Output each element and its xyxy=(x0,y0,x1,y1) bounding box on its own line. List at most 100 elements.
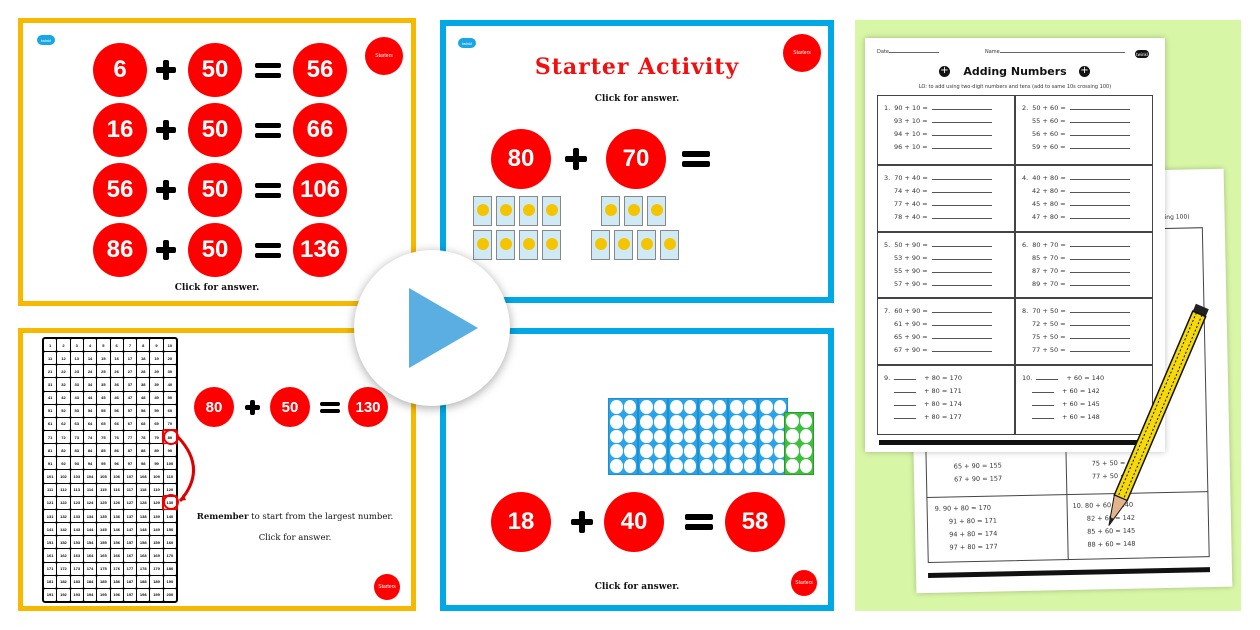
answer-blank[interactable] xyxy=(931,135,992,136)
date-field[interactable]: Date xyxy=(877,49,939,55)
equation-line[interactable]: 56 + 60 = xyxy=(1032,130,1130,138)
click-for-answer[interactable]: Click for answer. xyxy=(174,283,260,293)
equation-line[interactable]: 93 + 10 = xyxy=(894,117,992,125)
equation-line[interactable]: 10.+ 60 = 140 xyxy=(1022,374,1104,382)
answer-blank[interactable] xyxy=(931,338,992,339)
answer-blank[interactable] xyxy=(1069,285,1130,286)
equation-line[interactable]: 59 + 60 = xyxy=(1032,143,1130,151)
answer-blank[interactable] xyxy=(1069,272,1130,273)
answer-blank[interactable] xyxy=(931,179,992,180)
answer-blank[interactable] xyxy=(931,325,992,326)
answer-blank[interactable] xyxy=(931,285,992,286)
answer-blank[interactable] xyxy=(894,418,916,419)
click-for-answer[interactable]: Click for answer. xyxy=(594,582,680,592)
equation-line[interactable]: 61 + 90 = xyxy=(894,320,992,328)
answer-blank[interactable] xyxy=(1069,312,1130,313)
answer-blank[interactable] xyxy=(931,148,992,149)
equation-line[interactable]: 78 + 40 = xyxy=(894,213,992,221)
equation-line[interactable]: 96 + 10 = xyxy=(894,143,992,151)
answer-blank[interactable] xyxy=(931,351,992,352)
answer-blank[interactable] xyxy=(1069,218,1130,219)
answer-blank[interactable] xyxy=(1032,392,1054,393)
answer-blank[interactable] xyxy=(1069,192,1130,193)
answer-blank[interactable] xyxy=(1069,179,1130,180)
equation-line[interactable]: 45 + 80 = xyxy=(1032,200,1130,208)
equation-line[interactable]: 5.50 + 90 = xyxy=(884,241,992,249)
answer-blank[interactable] xyxy=(1069,148,1130,149)
equation-line[interactable]: 55 + 60 = xyxy=(1032,117,1130,125)
answer-blank[interactable] xyxy=(931,218,992,219)
answer-blank[interactable] xyxy=(894,379,917,380)
answer-blank[interactable] xyxy=(931,205,992,206)
equation-line[interactable]: 7.60 + 90 = xyxy=(884,307,992,315)
equation-line[interactable]: + 80 = 171 xyxy=(894,387,962,395)
starters-badge[interactable]: Starters xyxy=(783,34,821,72)
answer-blank[interactable] xyxy=(1069,122,1130,123)
answer-blank[interactable] xyxy=(931,192,992,193)
equation-line[interactable]: 3.70 + 40 = xyxy=(884,174,992,182)
answer-blank[interactable] xyxy=(1069,338,1130,339)
answer-blank[interactable] xyxy=(1032,405,1054,406)
starters-badge[interactable]: Starters xyxy=(791,570,817,596)
answer-blank[interactable] xyxy=(931,312,992,313)
equation-line[interactable]: 77 + 40 = xyxy=(894,200,992,208)
equation-line[interactable]: 85 + 70 = xyxy=(1032,254,1130,262)
name-field[interactable]: Name xyxy=(985,49,1125,55)
answer-blank[interactable] xyxy=(1032,418,1054,419)
answer-blank[interactable] xyxy=(1069,351,1130,352)
equation-line[interactable]: 1.90 + 10 = xyxy=(884,104,992,112)
equation-line[interactable]: + 80 = 174 xyxy=(894,400,962,408)
equation-line[interactable]: 55 + 90 = xyxy=(894,267,992,275)
answer-blank[interactable] xyxy=(1036,379,1059,380)
click-for-answer[interactable]: Click for answer. xyxy=(258,533,332,543)
equation-line[interactable]: 74 + 40 = xyxy=(894,187,992,195)
equation-line[interactable]: 6.80 + 70 = xyxy=(1022,241,1130,249)
equation-line[interactable]: 89 + 70 = xyxy=(1032,280,1130,288)
answer-blank[interactable] xyxy=(1069,205,1130,206)
addend-circle: 50 xyxy=(188,223,242,277)
equation-line[interactable]: 42 + 80 = xyxy=(1032,187,1130,195)
slide-tens-frames[interactable]: 18 40 58 Click for answer. Starters xyxy=(440,328,834,611)
equation-line[interactable]: 47 + 80 = xyxy=(1032,213,1130,221)
equation-line[interactable]: 72 + 50 = xyxy=(1032,320,1130,328)
equation-line[interactable]: 87 + 70 = xyxy=(1032,267,1130,275)
equation-line[interactable]: + 80 = 177 xyxy=(894,413,962,421)
equation-line[interactable]: 65 + 90 = xyxy=(894,333,992,341)
starters-badge[interactable]: Starters xyxy=(365,37,403,75)
answer-blank[interactable] xyxy=(1069,259,1130,260)
answer-blank[interactable] xyxy=(1069,325,1130,326)
equation-line[interactable]: 4.40 + 80 = xyxy=(1022,174,1130,182)
equation-line[interactable]: 94 + 10 = xyxy=(894,130,992,138)
counter xyxy=(640,429,653,444)
hundred-square-cell: 83 xyxy=(70,444,83,457)
hundred-square-cell: 163 xyxy=(70,549,83,562)
equation-line[interactable]: 77 + 50 = xyxy=(1032,346,1130,354)
equation-line[interactable]: + 60 = 148 xyxy=(1032,413,1100,421)
equation-line[interactable]: + 60 = 142 xyxy=(1032,387,1100,395)
answer-blank[interactable] xyxy=(1069,109,1130,110)
equation-line[interactable]: 75 + 50 = xyxy=(1032,333,1130,341)
answer-blank[interactable] xyxy=(931,246,992,247)
equation-line[interactable]: 53 + 90 = xyxy=(894,254,992,262)
answer-blank[interactable] xyxy=(931,259,992,260)
answer-blank[interactable] xyxy=(1069,246,1130,247)
equation-line[interactable]: 67 + 90 = xyxy=(894,346,992,354)
play-button[interactable] xyxy=(354,250,510,406)
click-for-answer[interactable]: Click for answer. xyxy=(594,94,680,104)
answer-blank[interactable] xyxy=(931,122,992,123)
answer-blank[interactable] xyxy=(931,109,992,110)
equation-line[interactable]: + 60 = 145 xyxy=(1032,400,1100,408)
slide-starter-activity[interactable]: twinkl Starters Starter Activity Click f… xyxy=(440,20,834,303)
hundred-square-cell: 164 xyxy=(83,549,97,562)
answer-blank[interactable] xyxy=(894,392,916,393)
equation-line[interactable]: 2.50 + 60 = xyxy=(1022,104,1130,112)
equation-line[interactable]: 8.70 + 50 = xyxy=(1022,307,1130,315)
answer-blank[interactable] xyxy=(931,272,992,273)
equation-line[interactable]: 9.+ 80 = 170 xyxy=(884,374,962,382)
answer-blank[interactable] xyxy=(1069,135,1130,136)
equation-text: 40 + 80 = xyxy=(1032,174,1066,182)
starters-badge[interactable]: Starters xyxy=(374,574,400,600)
equation-line[interactable]: 57 + 90 = xyxy=(894,280,992,288)
answer-blank[interactable] xyxy=(894,405,916,406)
